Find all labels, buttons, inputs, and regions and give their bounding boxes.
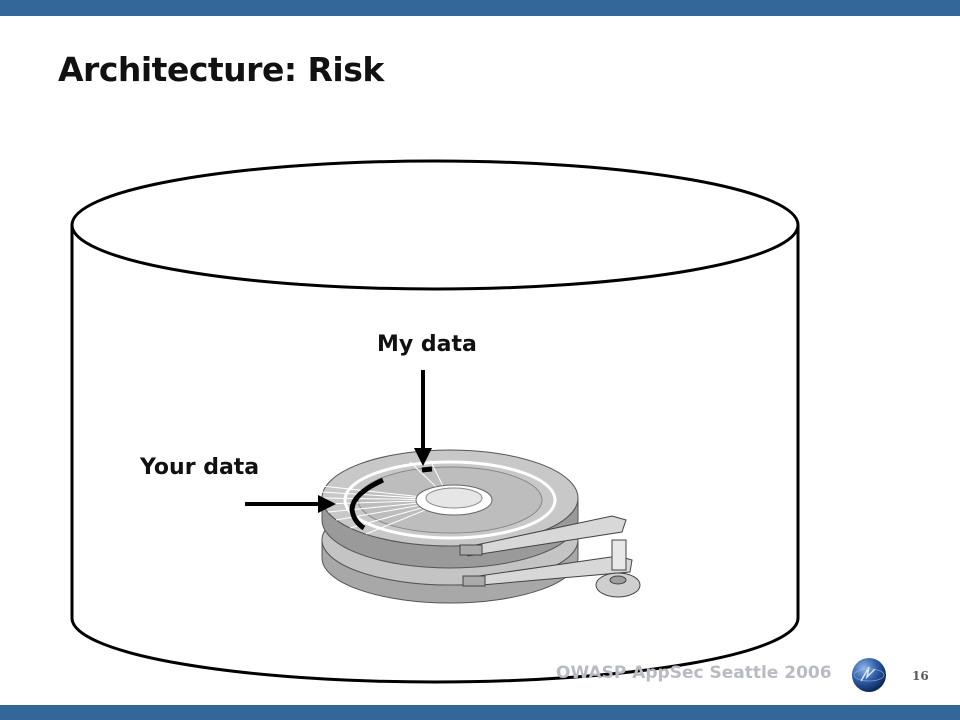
your-data-arrow (245, 495, 336, 513)
your-data-label: Your data (140, 455, 260, 480)
bottom-bar (0, 705, 960, 720)
hard-disk-platter-icon (321, 449, 641, 604)
page-number: 16 (912, 669, 929, 683)
my-data-arrow (414, 370, 432, 466)
database-cylinder-icon (70, 159, 800, 684)
slide-title: Architecture: Risk (58, 50, 384, 89)
owasp-globe-icon (852, 658, 886, 692)
top-bar (0, 0, 960, 16)
my-data-label: My data (377, 332, 477, 357)
footer-conference-text: OWASP AppSec Seattle 2006 (556, 663, 832, 683)
